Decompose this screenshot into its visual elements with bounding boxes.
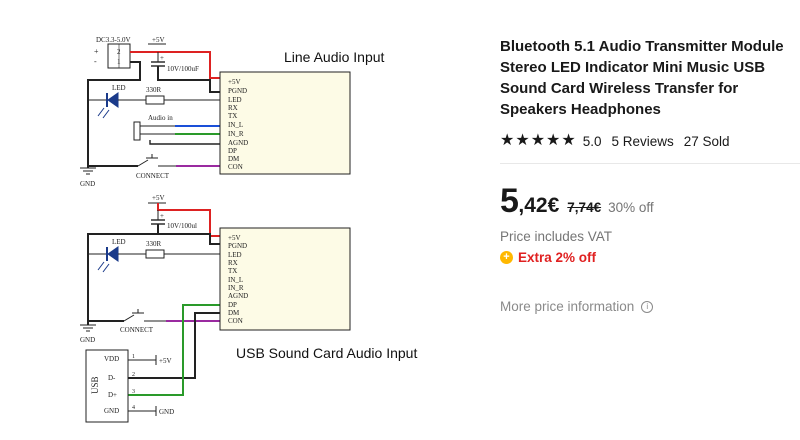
gnd-label-bottom: GND <box>80 336 95 344</box>
price-row: 5 ,42€ 7,74€ 30% off <box>500 182 796 221</box>
svg-text:RX: RX <box>228 259 238 267</box>
discount-badge: 30% off <box>608 200 654 215</box>
jack-minus: - <box>94 57 97 66</box>
jack-pin-2: 2 <box>117 48 121 56</box>
price-integer: 5 <box>500 182 519 220</box>
extra-discount-label: Extra 2% off <box>518 250 597 265</box>
product-info-panel: Bluetooth 5.1 Audio Transmitter Module S… <box>500 36 800 314</box>
svg-text:3: 3 <box>132 389 135 395</box>
connect-label-bottom: CONNECT <box>120 326 154 334</box>
product-title: Bluetooth 5.1 Audio Transmitter Module S… <box>500 38 784 118</box>
svg-text:LED: LED <box>228 96 242 104</box>
star-icon: ★ <box>546 132 561 149</box>
svg-text:TX: TX <box>228 112 237 120</box>
more-price-label: More price information <box>500 299 635 314</box>
reviews-link[interactable]: 5 Reviews <box>611 133 674 149</box>
star-icon: ★ <box>530 132 546 149</box>
jack-pin-1: 1 <box>117 58 121 66</box>
audio-in-label: Audio in <box>148 114 173 122</box>
usb-pin-dplus: D+ <box>108 391 117 399</box>
extra-discount[interactable]: + Extra 2% off <box>500 250 796 265</box>
plus-coin-icon: + <box>500 251 513 264</box>
star-icon: ★ <box>561 132 576 149</box>
usb-pin-vdd: VDD <box>104 355 119 363</box>
svg-text:DM: DM <box>228 155 240 163</box>
star-icon: ★ <box>500 132 515 149</box>
usb-pin-dminus: D- <box>108 374 116 382</box>
caption-line-audio: Line Audio Input <box>284 49 385 65</box>
led-label-top: LED <box>112 84 126 92</box>
usb-pin-gnd: GND <box>104 407 119 415</box>
star-icon: ★ <box>515 132 530 149</box>
svg-text:IN_R: IN_R <box>228 284 244 292</box>
svg-text:AGND: AGND <box>228 292 248 300</box>
svg-text:TX: TX <box>228 267 237 275</box>
rating-row: ★ ★ ★ ★ ★ 5.0 5 Reviews 27 Sold <box>500 133 796 149</box>
cap-plus-bottom: + <box>160 212 164 220</box>
svg-text:1: 1 <box>132 354 135 360</box>
cap-plus-top: + <box>160 54 164 62</box>
svg-text:DP: DP <box>228 147 237 155</box>
rating-value: 5.0 <box>582 133 602 149</box>
module-pins-bottom: +5V PGND LED RX TX IN_L IN_R AGND DP DM … <box>228 234 248 325</box>
led-label-bottom: LED <box>112 238 126 246</box>
svg-text:CON: CON <box>228 163 243 171</box>
more-price-info[interactable]: More price information i <box>500 299 796 314</box>
svg-text:PGND: PGND <box>228 242 247 250</box>
price-decimal: ,42€ <box>518 194 560 217</box>
svg-text:IN_L: IN_L <box>228 276 243 284</box>
svg-text:+5V: +5V <box>159 357 172 365</box>
rating-stars[interactable]: ★ ★ ★ ★ ★ <box>500 133 577 149</box>
divider <box>500 163 800 164</box>
svg-text:PGND: PGND <box>228 87 247 95</box>
svg-text:+5V: +5V <box>228 234 241 242</box>
resistor-label-top: 330R <box>146 86 162 94</box>
svg-text:2: 2 <box>132 372 135 378</box>
plus5v-label-bottom: +5V <box>152 194 165 202</box>
svg-text:GND: GND <box>159 408 174 416</box>
svg-text:4: 4 <box>132 405 135 411</box>
original-price: 7,74€ <box>567 200 602 215</box>
svg-text:DP: DP <box>228 301 237 309</box>
resistor-label-bottom: 330R <box>146 240 162 248</box>
power-label: DC3.3-5.0V <box>96 36 131 44</box>
svg-text:AGND: AGND <box>228 139 248 147</box>
product-image[interactable]: DC3.3-5.0V 2 1 + - +5V + 10V/100uF LED 3… <box>0 0 490 440</box>
cap-label-bottom: 10V/100ul <box>167 222 197 230</box>
svg-text:+5V: +5V <box>228 78 241 86</box>
sold-count: 27 Sold <box>683 133 730 149</box>
svg-text:CON: CON <box>228 317 243 325</box>
svg-text:DM: DM <box>228 309 240 317</box>
svg-text:IN_L: IN_L <box>228 121 243 129</box>
schematic-diagram: DC3.3-5.0V 2 1 + - +5V + 10V/100uF LED 3… <box>80 36 417 423</box>
usb-label: USB <box>90 376 100 394</box>
svg-text:RX: RX <box>228 104 238 112</box>
plus5v-label-top: +5V <box>152 36 165 44</box>
svg-text:IN_R: IN_R <box>228 130 244 138</box>
svg-text:LED: LED <box>228 251 242 259</box>
jack-plus: + <box>94 47 99 56</box>
vat-note: Price includes VAT <box>500 229 613 244</box>
caption-usb-audio: USB Sound Card Audio Input <box>236 345 417 361</box>
gnd-label-top: GND <box>80 180 95 188</box>
module-pins-top: +5V PGND LED RX TX IN_L IN_R AGND DP DM … <box>228 78 248 171</box>
connect-label-top: CONNECT <box>136 172 170 180</box>
cap-label-top: 10V/100uF <box>167 65 199 73</box>
info-circle-icon[interactable]: i <box>641 300 654 313</box>
